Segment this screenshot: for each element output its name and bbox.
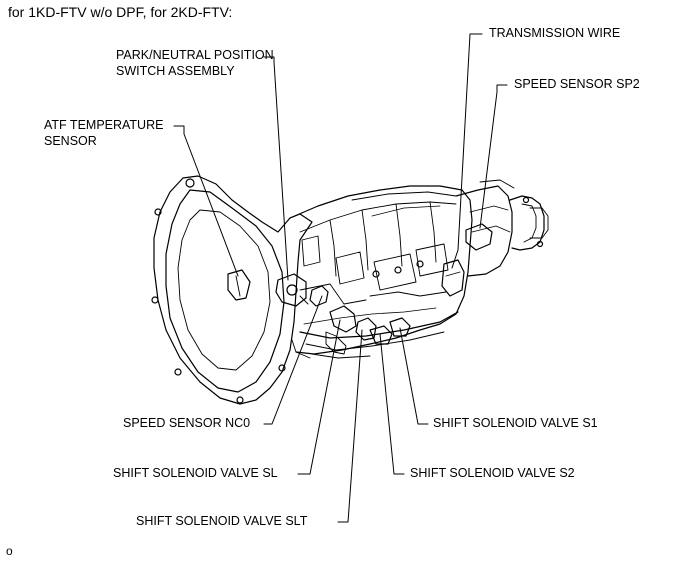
bell-housing <box>151 175 313 405</box>
label-shift-solenoid-s1: SHIFT SOLENOID VALVE S1 <box>433 416 598 430</box>
label-atf-temperature-line1: ATF TEMPERATURE <box>44 118 164 132</box>
figure-id: o <box>6 544 13 558</box>
label-shift-solenoid-slt: SHIFT SOLENOID VALVE SLT <box>136 514 308 528</box>
label-shift-solenoid-sl: SHIFT SOLENOID VALVE SL <box>113 466 278 480</box>
label-speed-sensor-sp2: SPEED SENSOR SP2 <box>514 77 640 91</box>
transmission-case <box>289 185 473 359</box>
speed-sensor-nc0 <box>309 285 329 307</box>
diagram-heading: for 1KD-FTV w/o DPF, for 2KD-FTV: <box>8 4 233 20</box>
transmission-wire-connector <box>441 259 465 297</box>
label-atf-temperature-line2: SENSOR <box>44 134 97 148</box>
oil-pan <box>299 311 459 359</box>
leader-lines <box>173 33 508 523</box>
atf-temperature-sensor <box>227 269 251 301</box>
shift-solenoid-sl <box>325 305 357 355</box>
extension-housing <box>455 179 549 277</box>
shift-solenoid-s2 <box>369 325 393 345</box>
speed-sensor-sp2-part <box>465 223 493 251</box>
park-neutral-switch <box>275 273 309 307</box>
label-speed-sensor-nc0: SPEED SENSOR NC0 <box>123 416 251 430</box>
label-transmission-wire: TRANSMISSION WIRE <box>489 26 621 40</box>
label-park-neutral-line2: SWITCH ASSEMBLY <box>116 64 235 78</box>
label-park-neutral-line1: PARK/NEUTRAL POSITION <box>116 48 274 62</box>
label-shift-solenoid-s2: SHIFT SOLENOID VALVE S2 <box>410 466 575 480</box>
shift-solenoid-s1 <box>389 317 411 337</box>
